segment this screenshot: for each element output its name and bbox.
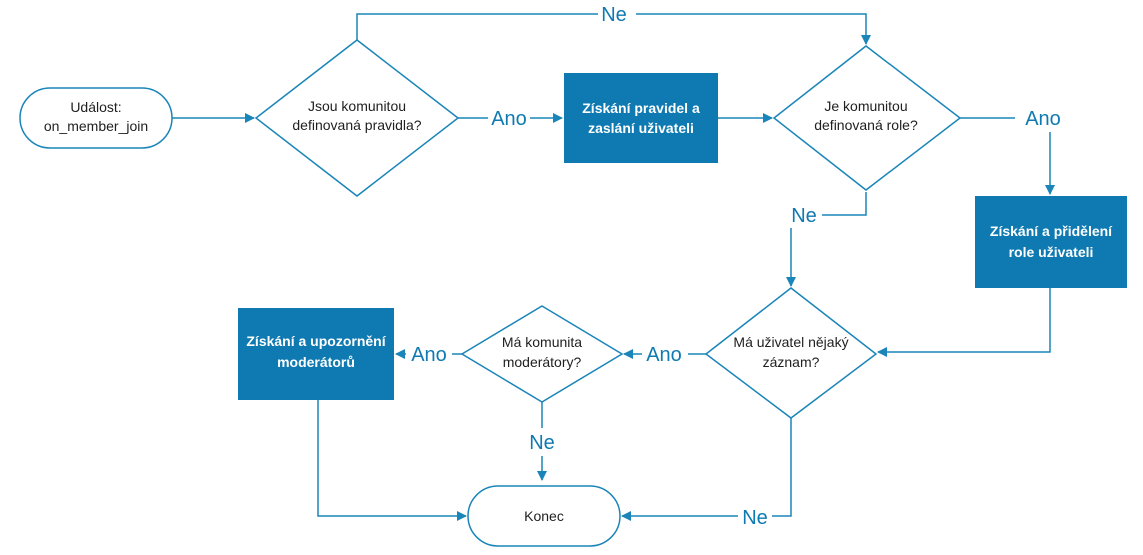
assign-roles-line1: Získání a přidělení xyxy=(990,223,1113,239)
notify-mods-line1: Získání a upozornění xyxy=(246,333,386,349)
get-rules-process: Získání pravidel a zaslání uživateli xyxy=(564,73,718,163)
start-label-line2: on_member_join xyxy=(44,118,148,134)
get-rules-line2: zaslání uživateli xyxy=(588,120,694,136)
mods-decision-line2: moderátory? xyxy=(503,354,582,370)
edge-label-roles-no: Ne xyxy=(791,205,817,227)
edge-label-mods-no: Ne xyxy=(529,432,555,454)
roles-decision-line1: Je komunitou xyxy=(824,98,907,114)
roles-decision: Je komunitou definovaná role? xyxy=(772,45,962,191)
edge-label-record-no: Ne xyxy=(742,507,768,529)
edge-notify-to-end xyxy=(317,400,467,521)
assign-roles-line2: role uživateli xyxy=(1009,244,1094,260)
rules-decision: Jsou komunitou definovaná pravidla? xyxy=(254,39,460,197)
mods-decision-line1: Má komunita xyxy=(502,334,582,350)
rules-decision-shape xyxy=(254,39,460,197)
mods-decision-shape xyxy=(460,305,624,403)
edge-rules-no-a xyxy=(356,13,598,40)
roles-decision-line2: definovaná role? xyxy=(814,117,918,133)
record-decision-line1: Má uživatel nějaký xyxy=(733,334,848,350)
assign-roles-process: Získání a přidělení role uživateli xyxy=(975,196,1127,288)
edge-rules-no-b xyxy=(636,13,871,45)
mods-decision: Má komunita moderátory? xyxy=(460,305,624,403)
end-shape xyxy=(467,485,621,547)
notify-mods-line2: moderátorů xyxy=(277,354,355,370)
edge-label-roles-yes: Ano xyxy=(1025,108,1061,130)
notify-mods-shape xyxy=(238,308,394,400)
record-decision: Má uživatel nějaký záznam? xyxy=(704,287,878,419)
rules-decision-line2: definovaná pravidla? xyxy=(292,117,421,133)
assign-roles-shape xyxy=(975,196,1127,288)
connectors xyxy=(172,13,1055,521)
record-decision-shape xyxy=(704,287,878,419)
edge-label-mods-yes: Ano xyxy=(411,344,447,366)
get-rules-line1: Získání pravidel a xyxy=(582,100,700,116)
edge-label-record-yes: Ano xyxy=(646,344,682,366)
edge-record-no-a xyxy=(772,418,792,517)
roles-decision-shape xyxy=(772,45,962,191)
start-label-line1: Událost: xyxy=(70,99,121,115)
edge-roles-no-a xyxy=(822,192,867,216)
notify-mods-process: Získání a upozornění moderátorů xyxy=(238,308,394,400)
edge-assign-to-record xyxy=(877,288,1051,357)
edge-label-rules-no: Ne xyxy=(601,4,627,26)
end-label: Konec xyxy=(524,508,564,524)
rules-decision-line1: Jsou komunitou xyxy=(308,98,406,114)
edge-label-rules-yes: Ano xyxy=(491,108,527,130)
end-node: Konec xyxy=(467,485,621,547)
record-decision-line2: záznam? xyxy=(763,354,820,370)
start-node: Událost: on_member_join xyxy=(19,87,173,149)
get-rules-shape xyxy=(564,73,718,163)
start-shape xyxy=(19,87,173,149)
